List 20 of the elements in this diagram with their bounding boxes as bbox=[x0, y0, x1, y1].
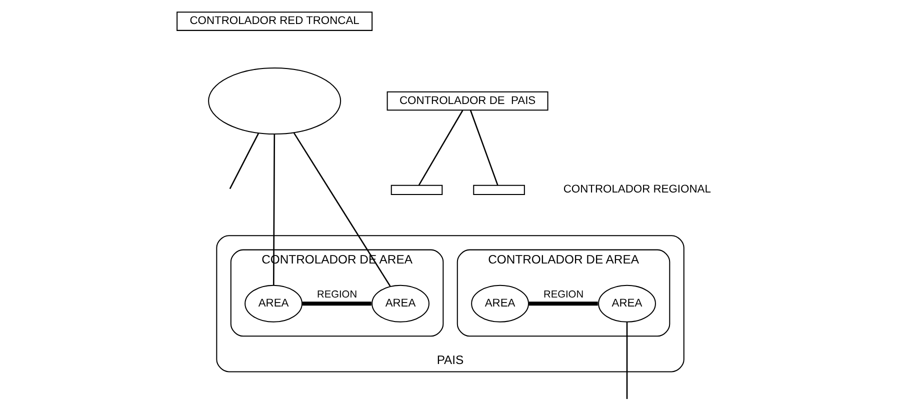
node-box bbox=[390, 184, 443, 195]
connector bbox=[293, 132, 391, 286]
connector bbox=[528, 302, 598, 306]
node-ellipse: AREA bbox=[372, 284, 430, 322]
edge-label: REGION bbox=[317, 290, 358, 301]
node-ellipse: AREA bbox=[244, 284, 303, 322]
node-ellipse: AREA bbox=[471, 284, 530, 322]
edge-label: REGION bbox=[544, 290, 584, 301]
connector bbox=[626, 322, 628, 399]
connector bbox=[302, 302, 372, 306]
label: CONTROLADOR REGIONAL bbox=[563, 184, 711, 196]
node-ellipse bbox=[208, 68, 342, 135]
connector bbox=[272, 134, 276, 286]
connector bbox=[418, 110, 464, 186]
node-box bbox=[473, 184, 525, 195]
connector bbox=[229, 133, 260, 190]
node-ellipse: AREA bbox=[598, 284, 656, 322]
node-box: CONTROLADOR RED TRONCAL bbox=[176, 12, 373, 31]
connector bbox=[470, 110, 498, 186]
node-box: CONTROLADOR DE PAIS bbox=[386, 91, 548, 111]
